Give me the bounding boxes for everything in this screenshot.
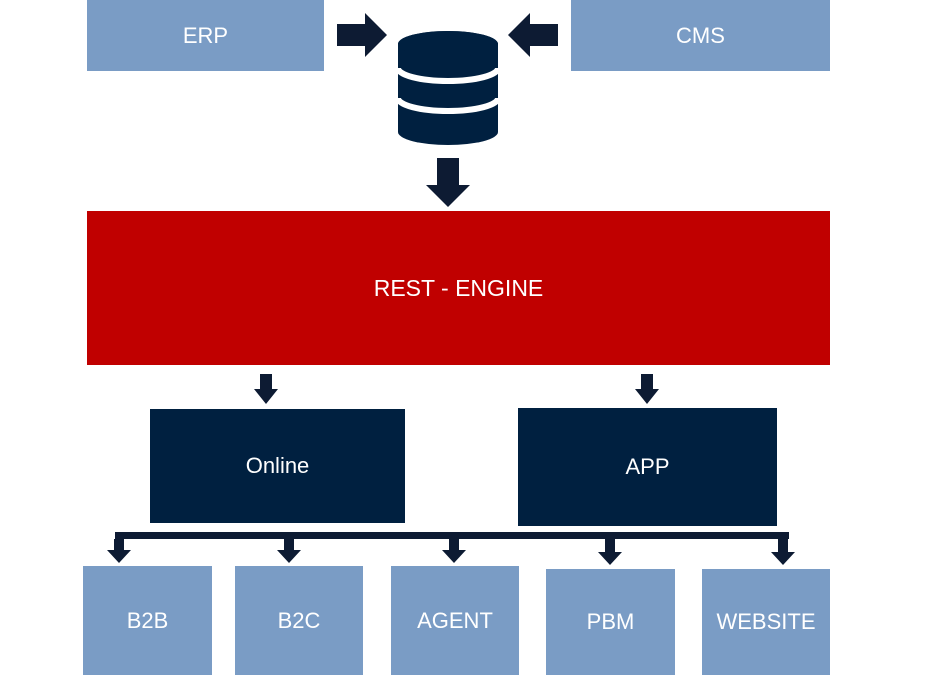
- erp-label: ERP: [182, 22, 229, 48]
- arrow-to-pbm: [598, 539, 622, 565]
- rest-engine-box: REST - ENGINE: [87, 211, 830, 365]
- target-label: B2C: [277, 607, 321, 633]
- target-box-website: WEBSITE: [702, 569, 830, 675]
- target-box-b2c: B2C: [235, 566, 363, 675]
- online-label: Online: [245, 453, 310, 478]
- target-label: AGENT: [417, 607, 493, 633]
- target-box-b2b: B2B: [83, 566, 212, 675]
- target-label: PBM: [586, 609, 635, 634]
- target-label: B2B: [126, 607, 169, 633]
- arrow-engine-to-online: [254, 374, 278, 404]
- cms-label: CMS: [676, 22, 725, 48]
- arrow-engine-to-app: [635, 374, 659, 404]
- arrow-cms-to-database: [508, 13, 558, 57]
- arrow-to-b2b: [107, 539, 131, 563]
- arrow-to-website: [771, 539, 795, 565]
- app-box: APP: [518, 408, 777, 526]
- rest-engine-label: REST - ENGINE: [373, 274, 544, 301]
- cms-box: CMS: [571, 0, 830, 71]
- arrow-database-to-engine: [426, 158, 470, 207]
- arrow-to-b2c: [277, 539, 301, 563]
- arrow-erp-to-database: [337, 13, 387, 57]
- database-icon: [395, 31, 501, 145]
- app-label: APP: [625, 454, 670, 479]
- erp-box: ERP: [87, 0, 324, 71]
- target-box-pbm: PBM: [546, 569, 675, 675]
- distribution-bar: [115, 532, 789, 539]
- target-box-agent: AGENT: [391, 566, 519, 675]
- online-box: Online: [150, 409, 405, 523]
- target-label: WEBSITE: [716, 609, 816, 634]
- arrow-to-agent: [442, 539, 466, 563]
